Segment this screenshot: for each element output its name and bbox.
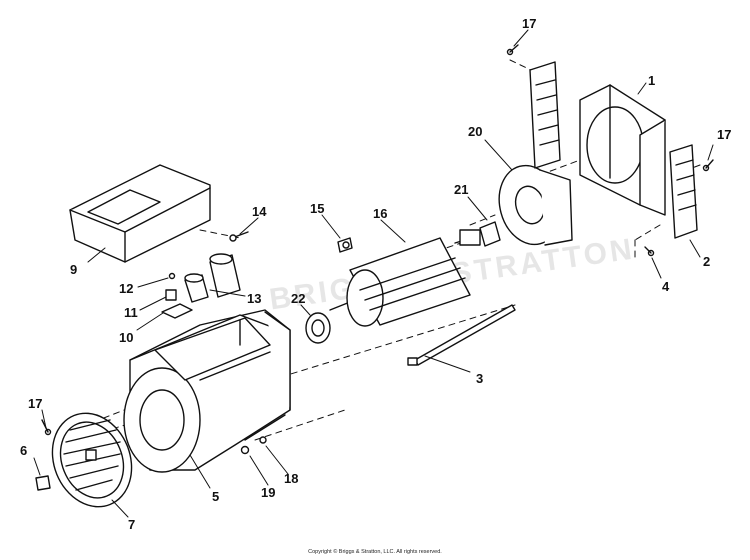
callout-10: 10 <box>119 330 134 345</box>
part-11 <box>165 289 177 301</box>
callout-19: 19 <box>261 485 276 500</box>
callout-1: 1 <box>648 73 656 88</box>
part-through-bolt <box>407 304 516 366</box>
part-fan <box>498 164 573 246</box>
screws-17-and-4 <box>41 44 714 436</box>
callout-17-left: 17 <box>28 396 43 411</box>
part-capacitors <box>184 253 241 303</box>
callout-11: 11 <box>124 305 138 320</box>
callout-22: 22 <box>291 291 306 306</box>
callout-16: 16 <box>373 206 388 221</box>
part-10 <box>161 303 193 319</box>
callout-5: 5 <box>212 489 220 504</box>
callout-21: 21 <box>454 182 469 197</box>
callout-13: 13 <box>247 291 262 306</box>
part-nut-19 <box>240 445 250 455</box>
part-15 <box>337 237 353 253</box>
callout-7: 7 <box>128 517 136 532</box>
callout-6: 6 <box>20 443 28 458</box>
part-bearing-22 <box>305 312 331 344</box>
part-rotor <box>329 229 481 327</box>
callout-12: 12 <box>119 281 134 296</box>
callout-18: 18 <box>284 471 299 486</box>
callout-17-top: 17 <box>522 16 537 31</box>
copyright-notice: Copyright © Briggs & Stratton, LLC. All … <box>308 549 442 555</box>
part-nut-12 <box>168 272 176 280</box>
leader-lines <box>33 29 714 518</box>
callout-17-right: 17 <box>717 127 732 142</box>
callout-4: 4 <box>662 279 670 294</box>
part-end-grille <box>51 412 133 508</box>
part-cover <box>69 164 211 263</box>
part-screw-14 <box>229 231 249 242</box>
callout-3: 3 <box>476 371 484 386</box>
callout-2: 2 <box>703 254 711 269</box>
callout-9: 9 <box>70 262 78 277</box>
callout-14: 14 <box>252 204 267 219</box>
part-washer-18 <box>259 436 267 444</box>
callout-20: 20 <box>468 124 483 139</box>
part-end-bell <box>579 84 666 216</box>
part-stator-housing <box>123 309 291 473</box>
part-6 <box>35 475 51 491</box>
callout-15: 15 <box>310 201 325 216</box>
part-bearing-21 <box>479 221 501 247</box>
part-vent-covers <box>529 61 698 239</box>
